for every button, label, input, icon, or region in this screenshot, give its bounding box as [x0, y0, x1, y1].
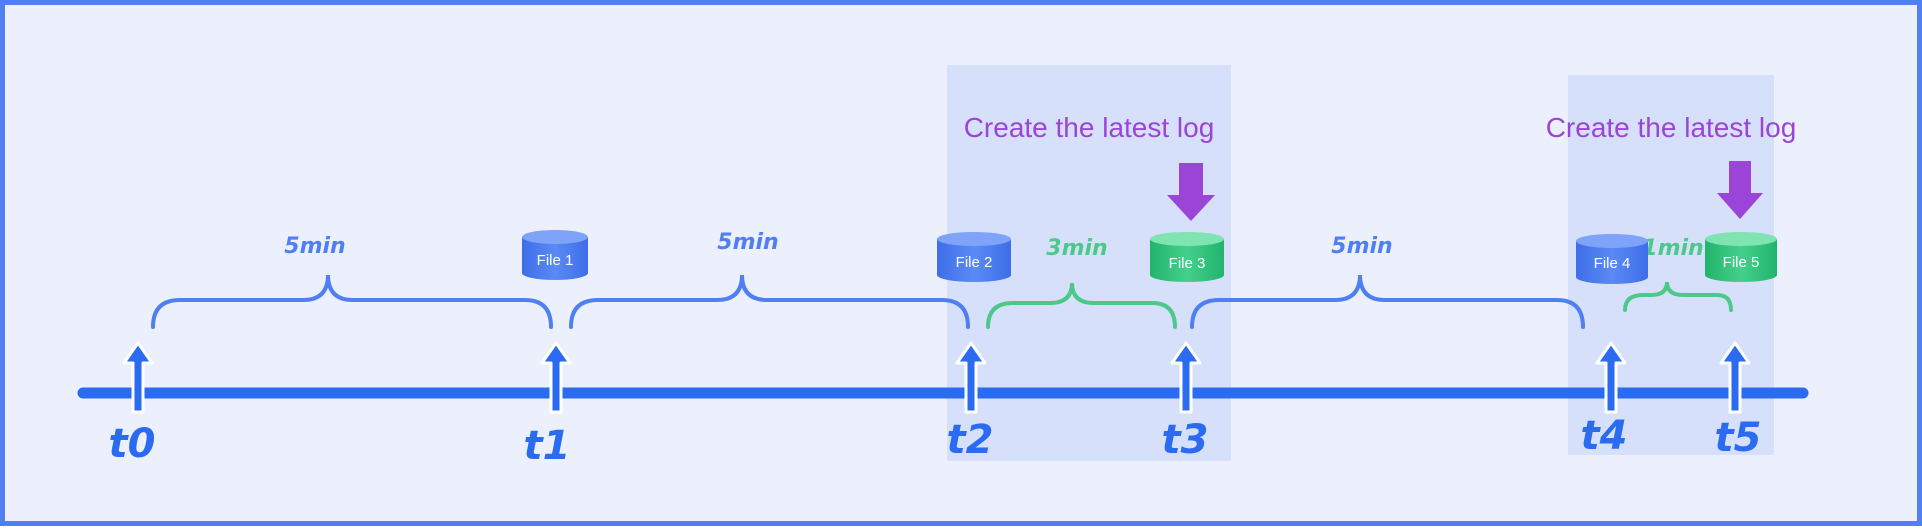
file-4-label: File 4 [1594, 255, 1631, 272]
interval-label-3: 3min [1046, 236, 1107, 261]
callout-text-1: Create the latest log [964, 112, 1215, 143]
interval-brace-4 [1190, 274, 1585, 329]
tick-label-t2: t2 [947, 417, 994, 463]
tick-arrow-icon [1170, 341, 1202, 414]
file-3-label: File 3 [1169, 255, 1206, 272]
tick-arrow-icon [540, 341, 572, 414]
timeline-diagram: Create the latest log Create the latest … [77, 65, 1809, 469]
interval-brace-1 [151, 274, 553, 329]
callout-text-2: Create the latest log [1546, 112, 1797, 143]
interval-brace-3 [986, 282, 1177, 329]
tick-arrow-icon [955, 341, 987, 414]
file-5-icon: File 5 [1705, 232, 1777, 282]
interval-label-2: 5min [717, 230, 778, 255]
interval-brace-5 [1623, 281, 1733, 312]
file-2-label: File 2 [956, 254, 993, 271]
down-arrow-icon [1717, 161, 1763, 219]
tick-label-t4: t4 [1581, 413, 1628, 459]
tick-arrow-icon [1595, 341, 1627, 414]
file-1-icon: File 1 [522, 230, 588, 280]
interval-brace-2 [569, 274, 970, 329]
tick-arrow-icon [1719, 341, 1751, 414]
tick-label-t3: t3 [1162, 417, 1209, 463]
interval-label-1: 5min [284, 234, 345, 259]
tick-label-t0: t0 [109, 421, 156, 467]
interval-label-5: 1min [1642, 236, 1703, 261]
down-arrow-icon [1167, 163, 1215, 221]
tick-label-t5: t5 [1715, 415, 1762, 461]
interval-label-4: 5min [1331, 234, 1392, 259]
file-2-icon: File 2 [937, 232, 1011, 282]
file-4-icon: File 4 [1576, 234, 1648, 284]
file-1-label: File 1 [537, 252, 574, 269]
tick-label-t1: t1 [524, 423, 571, 469]
tick-arrow-icon [122, 341, 154, 414]
file-5-label: File 5 [1723, 254, 1760, 271]
file-3-icon: File 3 [1150, 232, 1224, 282]
